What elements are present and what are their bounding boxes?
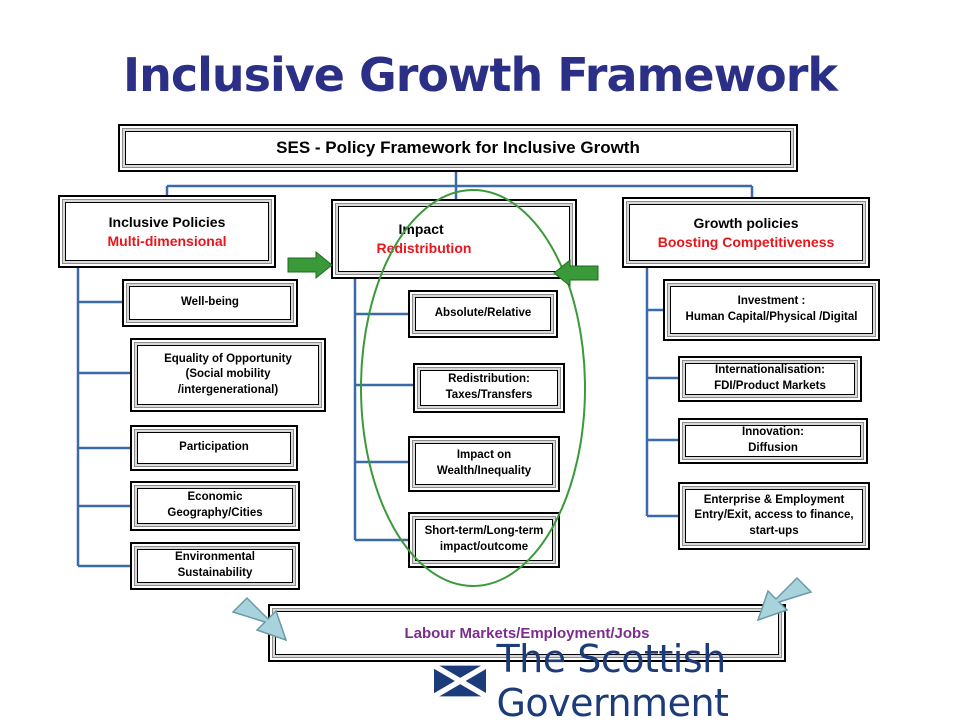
- item-equality-of-opportunity: Equality of Opportunity (Social mobility…: [130, 338, 326, 412]
- blue-arrow-down-right-icon: [231, 596, 288, 642]
- growth-policies-heading: Growth policies: [693, 214, 799, 231]
- item-line: Wealth/Inequality: [436, 465, 532, 477]
- item-environmental-sustainability: Environmental Sustainability: [130, 542, 300, 590]
- green-arrow-right-icon: [287, 250, 333, 280]
- item-line: Well-being: [181, 296, 239, 309]
- saltire-flag-icon: [434, 664, 487, 698]
- item-line: Impact on: [456, 449, 512, 462]
- item-line: impact/outcome: [439, 541, 529, 553]
- green-arrow-left-icon: [553, 258, 599, 288]
- item-well-being: Well-being: [122, 279, 298, 327]
- item-line: /intergenerational): [177, 383, 279, 396]
- impact-highlight-ellipse: [360, 189, 586, 587]
- item-absolute-relative: Absolute/Relative: [408, 290, 558, 338]
- impact-box: Impact Redistribution: [331, 199, 577, 279]
- item-line: Taxes/Transfers: [445, 389, 533, 401]
- blue-arrow-down-left-icon: [756, 576, 813, 622]
- framework-title-text: SES - Policy Framework for Inclusive Gro…: [276, 138, 640, 157]
- logo-text: The Scottish Government: [496, 637, 729, 725]
- item-line: (Social mobility: [185, 368, 271, 381]
- item-line: Environmental: [175, 551, 255, 564]
- item-participation: Participation: [130, 425, 298, 471]
- item-line: Enterprise & Employment: [703, 493, 845, 506]
- item-line: Geography/Cities: [167, 507, 263, 519]
- labour-markets-box: Labour Markets/Employment/Jobs: [268, 604, 786, 662]
- growth-policies-box: Growth policies Boosting Competitiveness: [622, 197, 870, 268]
- inclusive-policies-heading: Inclusive Policies: [108, 213, 226, 230]
- item-innovation: Innovation: Diffusion: [678, 418, 868, 464]
- item-line: Human Capital/Physical /Digital: [685, 311, 858, 323]
- item-line: Absolute/Relative: [434, 307, 532, 320]
- impact-subheading: Redistribution: [376, 240, 472, 256]
- item-redistribution-taxes: Redistribution: Taxes/Transfers: [413, 363, 565, 413]
- labour-markets-text: Labour Markets/Employment/Jobs: [404, 624, 650, 642]
- item-line: Diffusion: [748, 442, 798, 454]
- inclusive-policies-box: Inclusive Policies Multi-dimensional: [58, 195, 276, 268]
- item-economic-geography: Economic Geography/Cities: [130, 481, 300, 531]
- growth-policies-subheading: Boosting Competitiveness: [657, 233, 835, 250]
- item-line: Sustainability: [177, 567, 253, 579]
- item-line: Economic: [187, 491, 243, 504]
- item-line: start-ups: [749, 524, 799, 537]
- item-line: Equality of Opportunity: [164, 352, 292, 365]
- item-line: Investment :: [737, 295, 806, 308]
- item-line: Short-term/Long-term: [424, 525, 544, 538]
- item-investment: Investment : Human Capital/Physical /Dig…: [663, 279, 880, 341]
- item-line: FDI/Product Markets: [714, 380, 826, 392]
- item-line: Entry/Exit, access to finance,: [694, 509, 854, 522]
- scottish-government-logo: The Scottish Government: [434, 637, 924, 725]
- item-line: Innovation:: [742, 426, 804, 439]
- item-internationalisation: Internationalisation: FDI/Product Market…: [678, 356, 862, 402]
- item-short-long-term: Short-term/Long-term impact/outcome: [408, 512, 560, 568]
- item-line: Internationalisation:: [715, 364, 825, 377]
- item-enterprise-employment: Enterprise & Employment Entry/Exit, acce…: [678, 482, 870, 550]
- item-line: Participation: [179, 441, 249, 454]
- framework-title-box: SES - Policy Framework for Inclusive Gro…: [118, 124, 798, 172]
- item-impact-on-wealth: Impact on Wealth/Inequality: [408, 436, 560, 492]
- item-line: Redistribution:: [448, 373, 530, 386]
- page-title: Inclusive Growth Framework: [123, 48, 838, 102]
- inclusive-policies-subheading: Multi-dimensional: [107, 232, 227, 249]
